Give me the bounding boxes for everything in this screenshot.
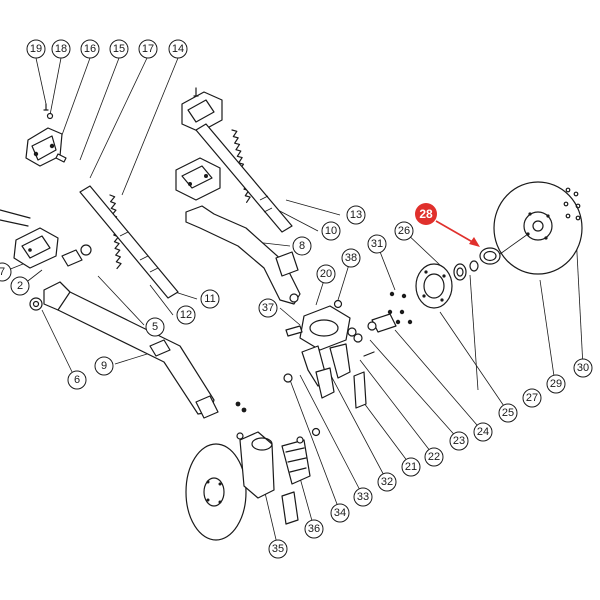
bearing xyxy=(453,263,467,281)
svg-text:33: 33 xyxy=(357,491,369,503)
callout-5[interactable]: 5 xyxy=(145,317,165,337)
disc-right xyxy=(493,181,583,275)
svg-text:18: 18 xyxy=(55,43,67,55)
callout-11[interactable]: 11 xyxy=(200,289,220,309)
callout-37[interactable]: 37 xyxy=(258,298,278,318)
callout-23[interactable]: 23 xyxy=(449,431,469,451)
callout-34[interactable]: 34 xyxy=(330,503,350,523)
svg-text:22: 22 xyxy=(428,451,440,463)
svg-text:34: 34 xyxy=(334,507,346,519)
callout-20[interactable]: 20 xyxy=(316,264,336,284)
left-side-bracket xyxy=(0,209,92,311)
callout-30[interactable]: 30 xyxy=(573,358,593,378)
callout-17[interactable]: 17 xyxy=(138,39,158,59)
callout-21[interactable]: 21 xyxy=(401,457,421,477)
svg-text:13: 13 xyxy=(350,209,362,221)
callout-31[interactable]: 31 xyxy=(367,234,387,254)
svg-text:15: 15 xyxy=(113,43,125,55)
svg-text:5: 5 xyxy=(152,321,158,333)
arm-center xyxy=(185,205,301,305)
snap-ring xyxy=(469,260,479,272)
callout-27[interactable]: 27 xyxy=(522,388,542,408)
svg-text:38: 38 xyxy=(345,252,357,264)
center-mid-bracket xyxy=(175,157,221,201)
svg-text:21: 21 xyxy=(405,461,417,473)
callout-12[interactable]: 12 xyxy=(176,305,196,325)
svg-text:24: 24 xyxy=(477,426,489,438)
svg-text:28: 28 xyxy=(419,207,433,221)
callout-16[interactable]: 16 xyxy=(80,39,100,59)
svg-text:16: 16 xyxy=(84,43,96,55)
callout-33[interactable]: 33 xyxy=(353,487,373,507)
svg-text:26: 26 xyxy=(398,225,410,237)
callout-26[interactable]: 26 xyxy=(394,221,414,241)
callout-10[interactable]: 10 xyxy=(321,221,341,241)
tube-center xyxy=(195,123,293,233)
left-upper-bracket xyxy=(25,103,67,167)
svg-text:31: 31 xyxy=(371,238,383,250)
center-top-bracket xyxy=(181,87,223,133)
callout-2[interactable]: 2 xyxy=(10,276,30,296)
callout-35[interactable]: 35 xyxy=(268,539,288,559)
bolt-pattern xyxy=(387,291,413,325)
callout-6[interactable]: 6 xyxy=(67,370,87,390)
center-assembly xyxy=(283,299,375,437)
svg-text:29: 29 xyxy=(550,378,562,390)
callout-25[interactable]: 25 xyxy=(498,403,518,423)
svg-text:17: 17 xyxy=(142,43,154,55)
disc-left xyxy=(185,443,247,541)
svg-text:20: 20 xyxy=(320,268,332,280)
leader-lines xyxy=(7,57,584,549)
callout-18[interactable]: 18 xyxy=(51,39,71,59)
callout-24[interactable]: 24 xyxy=(473,422,493,442)
callout-15[interactable]: 15 xyxy=(109,39,129,59)
hub-shaft xyxy=(353,313,397,343)
svg-text:10: 10 xyxy=(325,225,337,237)
callout-38[interactable]: 38 xyxy=(341,248,361,268)
svg-text:9: 9 xyxy=(101,360,107,372)
svg-text:8: 8 xyxy=(299,240,305,252)
arm-lower-left xyxy=(43,281,247,419)
svg-text:11: 11 xyxy=(204,293,215,305)
svg-text:27: 27 xyxy=(526,392,538,404)
svg-text:36: 36 xyxy=(308,523,320,535)
tube-left xyxy=(79,185,179,299)
callout-36[interactable]: 36 xyxy=(304,519,324,539)
svg-text:23: 23 xyxy=(453,435,465,447)
dust-cap xyxy=(479,247,501,265)
svg-text:6: 6 xyxy=(74,374,80,386)
svg-text:19: 19 xyxy=(30,43,42,55)
callout-28-arrow xyxy=(435,220,480,247)
svg-text:25: 25 xyxy=(502,407,514,419)
callout-7[interactable]: 7 xyxy=(0,262,12,282)
svg-text:35: 35 xyxy=(272,543,284,555)
callout-14[interactable]: 14 xyxy=(168,39,188,59)
svg-text:37: 37 xyxy=(262,302,274,314)
svg-text:7: 7 xyxy=(0,266,5,278)
callout-8[interactable]: 8 xyxy=(292,236,312,256)
svg-text:12: 12 xyxy=(180,309,192,321)
callout-32[interactable]: 32 xyxy=(377,472,397,492)
callout-28[interactable]: 28 xyxy=(415,203,437,225)
callout-29[interactable]: 29 xyxy=(546,374,566,394)
svg-text:32: 32 xyxy=(381,476,393,488)
svg-text:30: 30 xyxy=(577,362,589,374)
lower-bracket-assembly xyxy=(236,431,311,525)
callout-22[interactable]: 22 xyxy=(424,447,444,467)
svg-text:2: 2 xyxy=(17,280,23,292)
disc-bolts xyxy=(563,187,581,221)
callout-9[interactable]: 9 xyxy=(94,356,114,376)
callout-19[interactable]: 19 xyxy=(26,39,46,59)
svg-text:14: 14 xyxy=(172,43,184,55)
callout-13[interactable]: 13 xyxy=(346,205,366,225)
hub xyxy=(415,263,453,309)
